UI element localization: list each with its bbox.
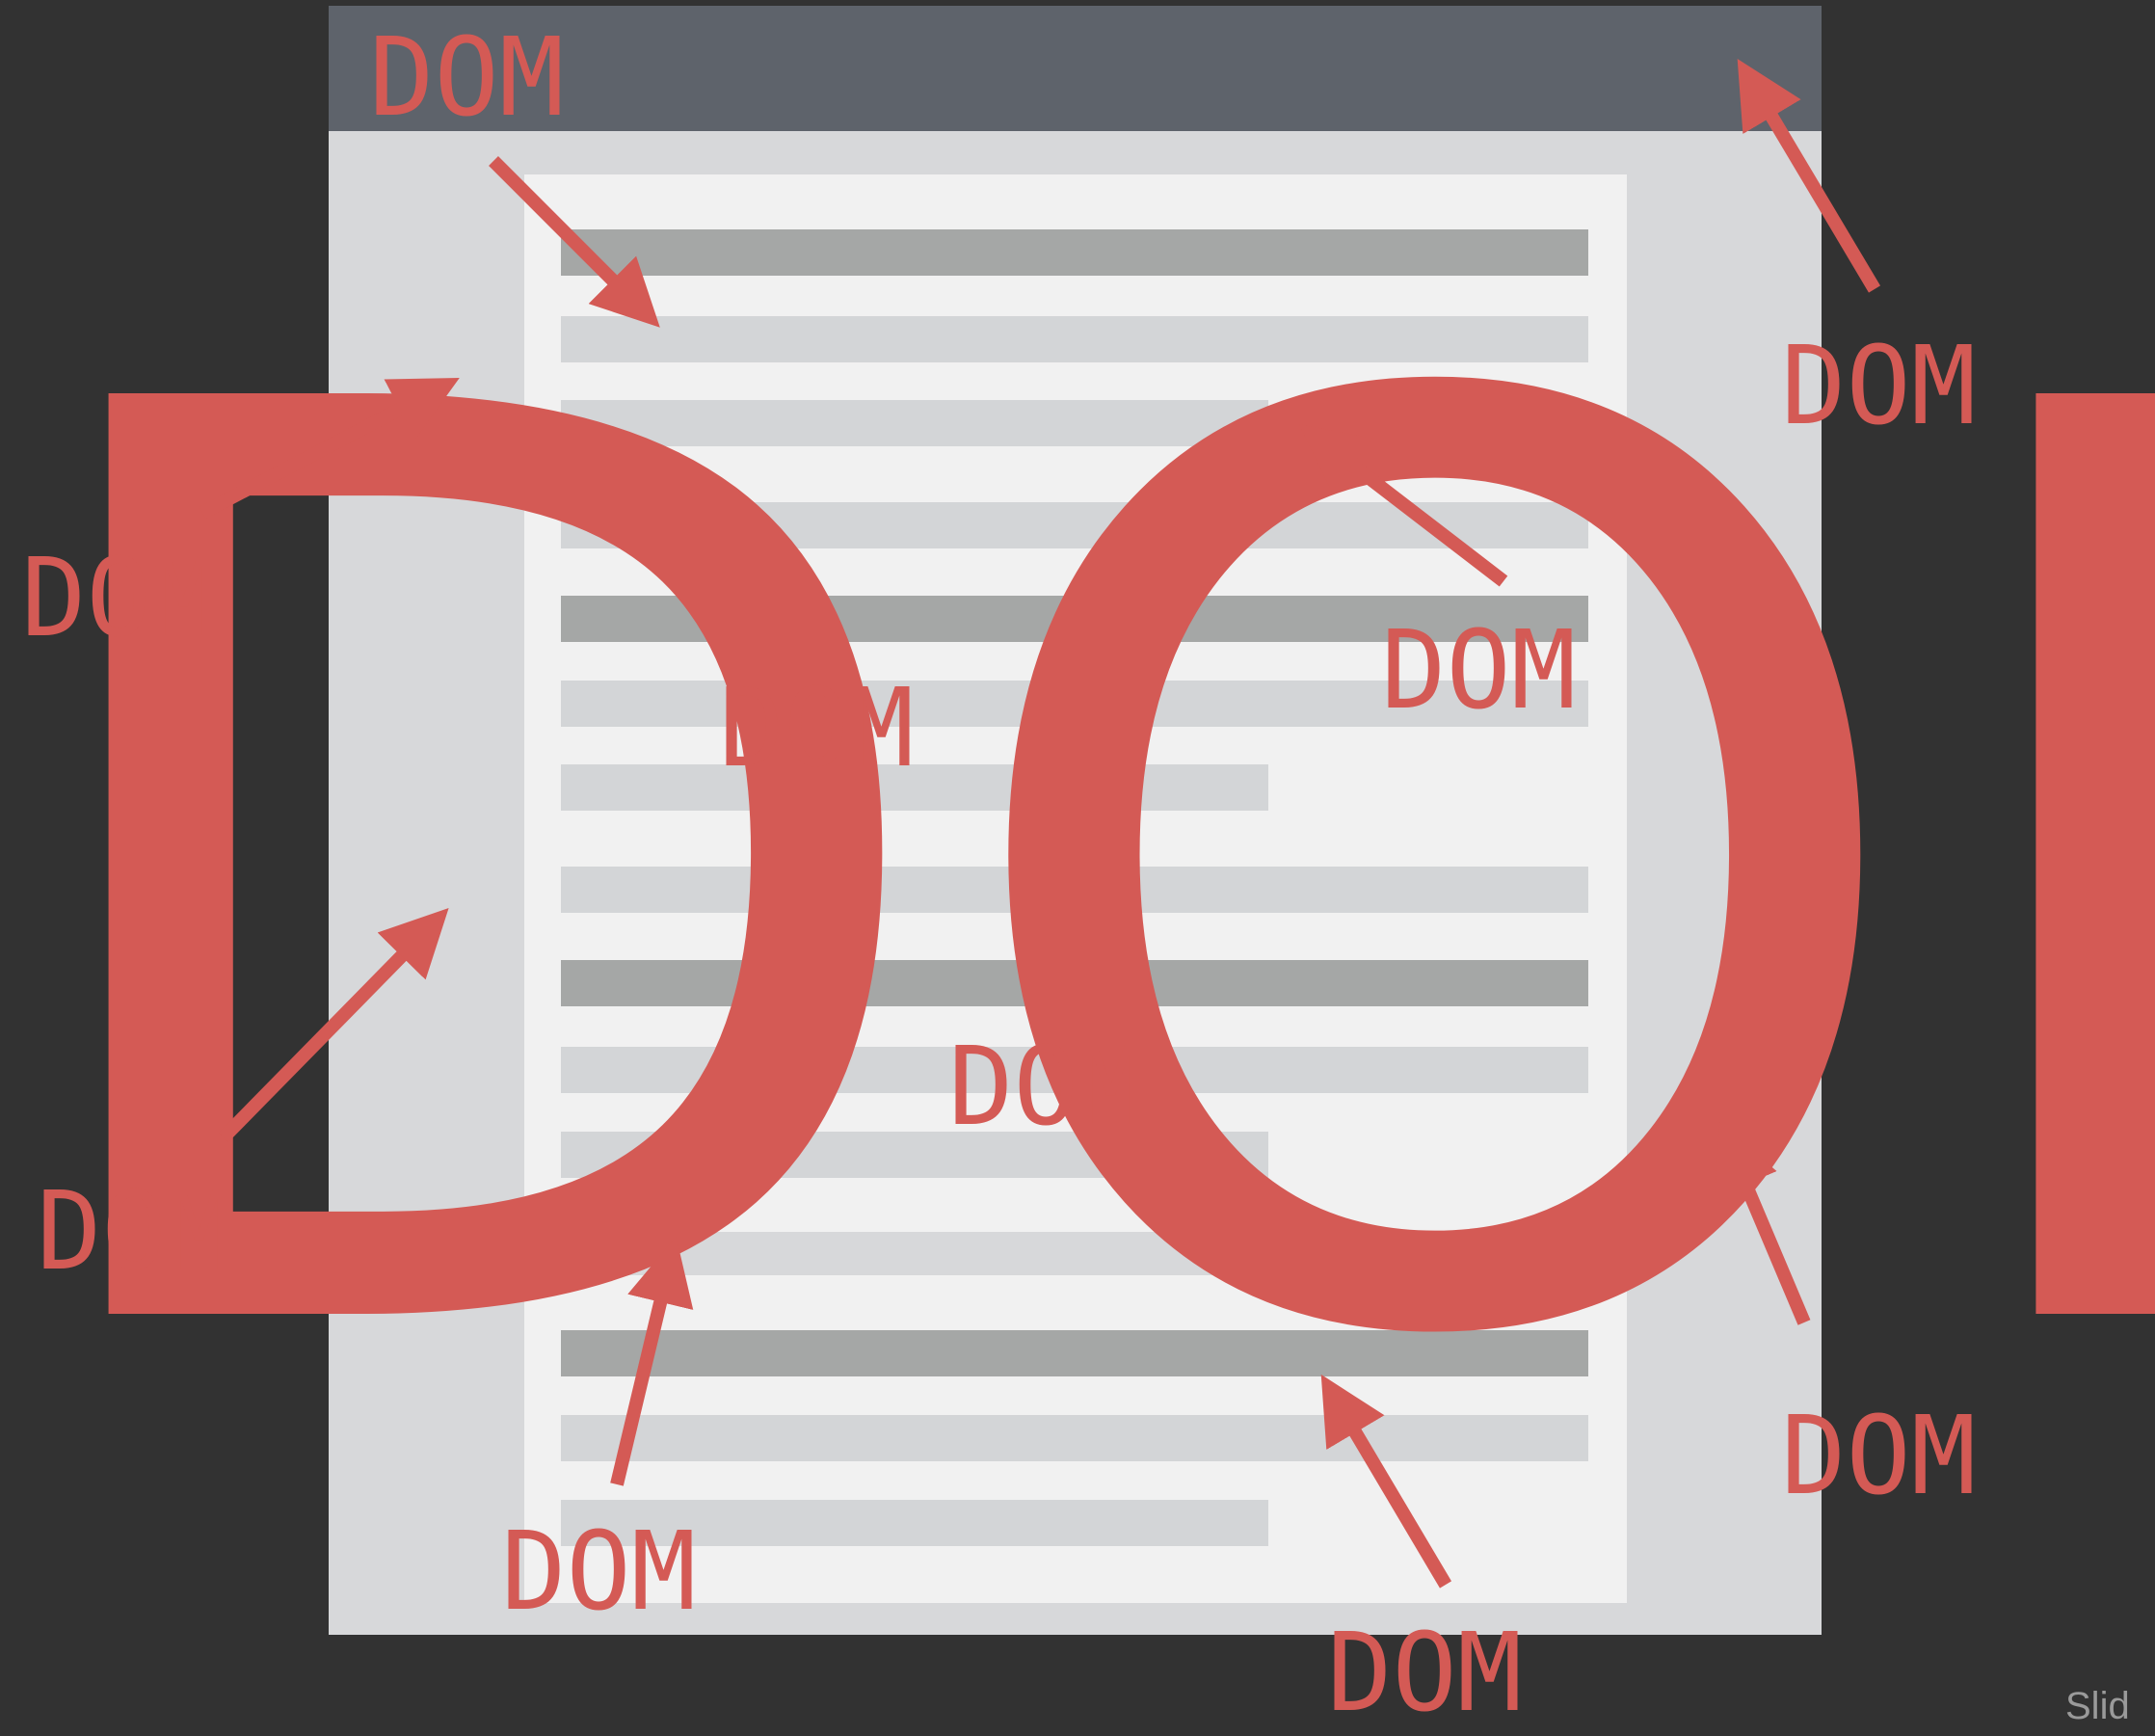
dom-label-mid-left: DOM: [719, 675, 914, 783]
arrow: [224, 927, 430, 1137]
dom-label-top-right: DOM: [1781, 333, 1976, 441]
arrow: [1320, 441, 1503, 581]
arrow: [1335, 1398, 1446, 1585]
dom-label-mid-right: DOM: [1381, 617, 1576, 725]
dom-label-bottom-right: DOM: [1781, 1402, 1976, 1510]
dom-label-center: DOM: [948, 1033, 1143, 1141]
arrow: [1730, 1147, 1804, 1322]
dom-label-bottom: DOM: [501, 1518, 696, 1626]
arrow: [1751, 82, 1875, 289]
arrow: [202, 390, 436, 513]
slide-hint-text: Slid: [2065, 1685, 2130, 1728]
dom-label-bottom-center: DOM: [1327, 1619, 1522, 1727]
dom-label-left: DOM: [21, 545, 216, 653]
dom-label-titlebar: DOM: [369, 24, 564, 132]
arrow: [493, 161, 641, 308]
dom-label-bottom-left: DOM: [37, 1178, 231, 1286]
arrow: [617, 1263, 670, 1484]
